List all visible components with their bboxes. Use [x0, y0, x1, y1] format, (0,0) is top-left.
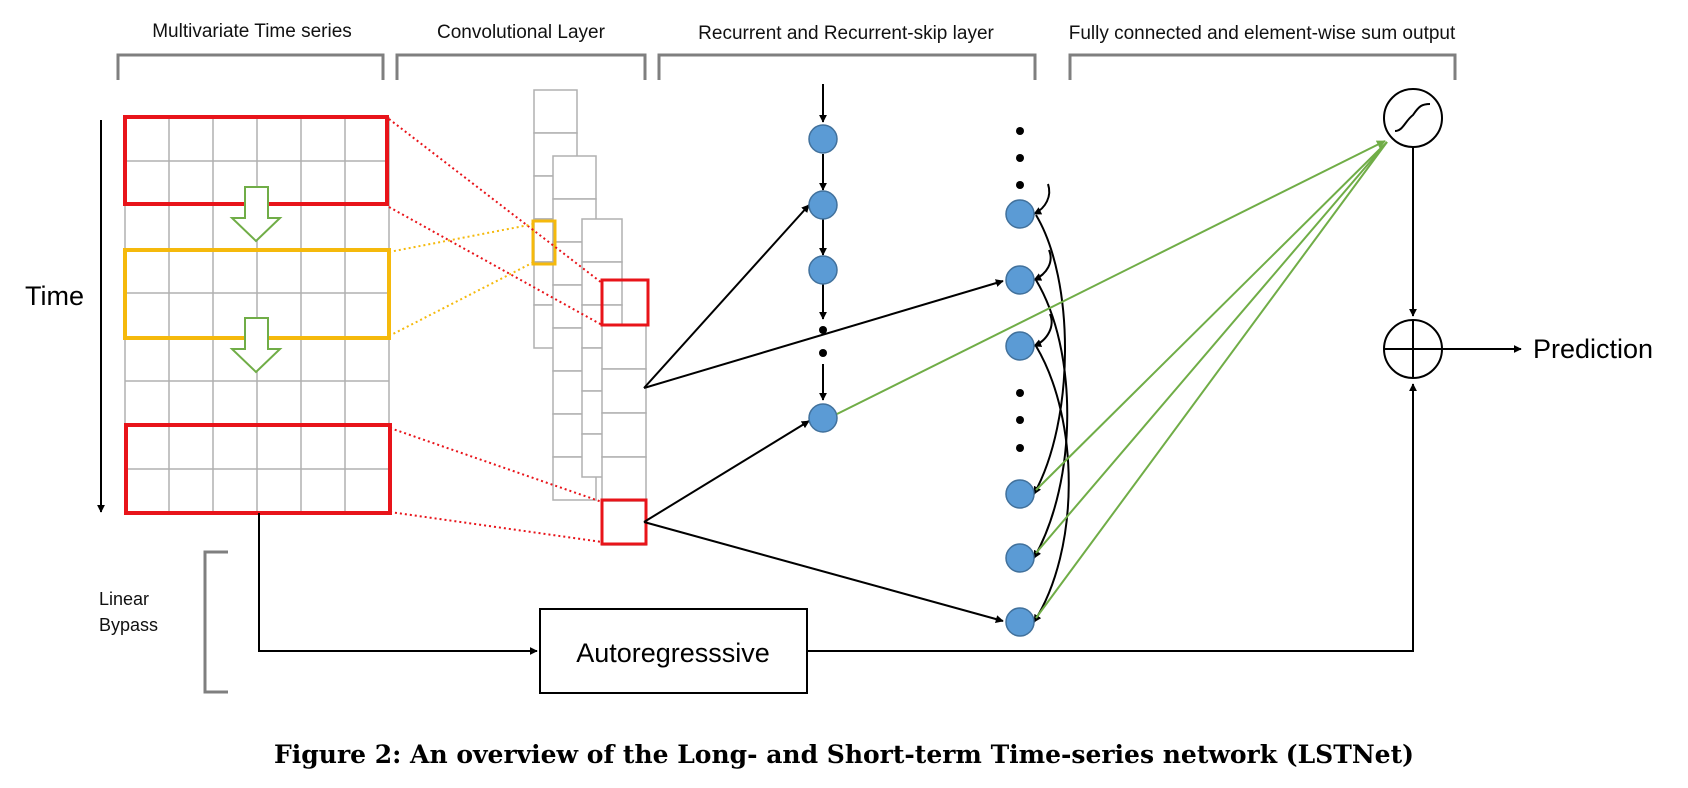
input-time-series-grid: [124, 116, 390, 514]
autoregressive-box: [539, 608, 808, 694]
ar-to-sum-arrow: [808, 383, 1417, 652]
bypass-label-line2: Bypass: [99, 615, 158, 635]
skip-link-1: [1033, 183, 1051, 215]
fc-line-rnn: [836, 140, 1386, 415]
bracket-convolutional: [395, 53, 647, 80]
conv-filter-cell: [581, 218, 623, 263]
rnn-node-4: [808, 403, 838, 433]
projection-yellow-2: [388, 261, 535, 337]
bypass-label-line1: Linear: [99, 589, 149, 609]
rnn-ellipsis-dot-2: [819, 349, 827, 357]
bracket-fully-connected: [1068, 53, 1457, 80]
sigmoid-icon: [1383, 88, 1443, 148]
conv-filter-cell: [601, 412, 647, 458]
section-label-convolutional: Convolutional Layer: [437, 22, 606, 43]
skip-link-3: [1033, 313, 1053, 347]
rnn-node-3: [808, 255, 838, 285]
conv-cell-red-top: [600, 278, 650, 327]
figure-caption: Figure 2: An overview of the Long- and S…: [274, 740, 1414, 769]
skip-node-3: [1005, 331, 1035, 361]
conv-to-rnn-arrow-1: [643, 204, 810, 389]
projection-yellow-1: [388, 223, 535, 253]
prediction-label: Prediction: [1533, 334, 1653, 364]
section-label-fully-connected: Fully connected and element-wise sum out…: [1069, 23, 1456, 44]
input-to-ar-arrow: [258, 513, 538, 655]
rnn-ellipsis-dot-1: [819, 326, 827, 334]
skip-long-3: [1033, 345, 1070, 623]
skip-node-2: [1005, 265, 1035, 295]
conv-cell-yellow: [531, 219, 557, 266]
section-label-multivariate: Multivariate Time series: [152, 21, 352, 42]
projection-red-2: [388, 206, 603, 326]
skip-long-2: [1033, 279, 1069, 559]
conv-filter-cell: [601, 324, 647, 370]
conv-filter-cell: [601, 500, 647, 546]
section-label-recurrent: Recurrent and Recurrent-skip layer: [698, 23, 994, 44]
skip-node-5: [1005, 543, 1035, 573]
conv-to-skip-arrow-2: [643, 521, 1004, 623]
skip-node-6: [1005, 607, 1035, 637]
skip-ellipsis-dot-5: [1016, 416, 1024, 424]
skip-node-1: [1005, 199, 1035, 229]
bracket-recurrent: [657, 53, 1037, 80]
slide-down-arrow-1: [229, 186, 283, 243]
skip-ellipsis-dot-1: [1016, 127, 1024, 135]
plus-circle-icon: [1383, 319, 1443, 379]
skip-long-1: [1033, 214, 1066, 495]
time-label: Time: [25, 281, 84, 311]
skip-link-2: [1033, 249, 1052, 281]
rnn-node-2: [808, 190, 838, 220]
fc-line-skip-3: [1035, 141, 1388, 619]
bracket-multivariate: [116, 53, 385, 80]
conv-to-skip-arrow-1: [643, 279, 1004, 389]
skip-ellipsis-dot-4: [1016, 389, 1024, 397]
skip-ellipsis-dot-6: [1016, 444, 1024, 452]
slide-down-arrow-2: [229, 317, 283, 374]
conv-filter-cell: [552, 155, 597, 200]
skip-node-4: [1005, 479, 1035, 509]
skip-ellipsis-dot-3: [1016, 181, 1024, 189]
bypass-bracket: [203, 550, 228, 694]
fc-line-skip-2: [1035, 141, 1388, 554]
fc-line-skip-1: [1035, 141, 1388, 491]
skip-ellipsis-dot-2: [1016, 154, 1024, 162]
conv-to-rnn-arrow-2: [643, 420, 810, 523]
projection-red-4: [389, 511, 603, 543]
conv-filter-stacks: [533, 89, 647, 546]
conv-filter-cell: [601, 368, 647, 414]
conv-filter-cell: [601, 456, 647, 502]
conv-filter-cell: [533, 89, 578, 134]
autoregressive-label: Autoregresssive: [576, 638, 770, 668]
rnn-node-1: [808, 124, 838, 154]
